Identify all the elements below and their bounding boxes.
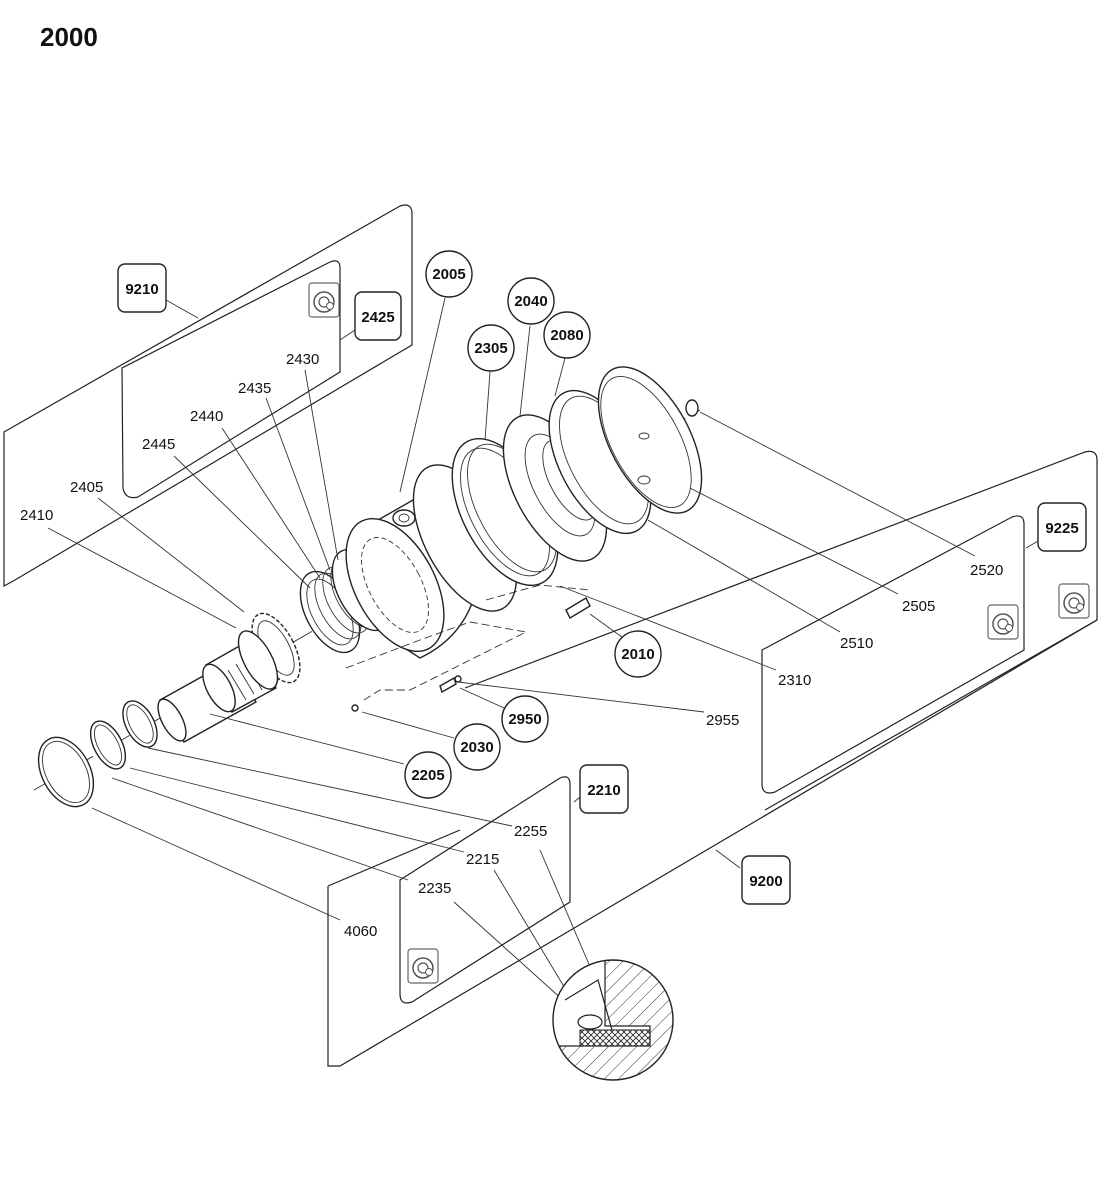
kit-panel-9210 (3, 204, 413, 588)
callout-2010[interactable]: 2010 (614, 630, 662, 678)
label-2405: 2405 (70, 479, 103, 496)
label-2440: 2440 (190, 408, 223, 425)
callout-2005[interactable]: 2005 (425, 250, 473, 298)
seal-kit-icon (1058, 583, 1090, 619)
callout-2210[interactable]: 2210 (579, 764, 629, 814)
label-2445: 2445 (142, 436, 175, 453)
callout-9225[interactable]: 9225 (1037, 502, 1087, 552)
svg-text:2210: 2210 (587, 782, 620, 799)
gear-2410 (237, 612, 301, 690)
callout-2305[interactable]: 2305 (467, 324, 515, 372)
ring-4060 (37, 736, 95, 808)
svg-text:2040: 2040 (514, 293, 547, 310)
svg-text:2005: 2005 (432, 266, 465, 283)
label-2215: 2215 (466, 851, 499, 868)
seal-detail-icon (552, 959, 674, 1081)
label-4060: 4060 (344, 923, 377, 940)
label-2310: 2310 (778, 672, 811, 689)
kit-panel-9200 (327, 619, 1098, 1067)
page-title: 2000 (40, 22, 98, 52)
svg-text:9200: 9200 (749, 873, 782, 890)
callout-2080[interactable]: 2080 (543, 311, 591, 359)
label-2520: 2520 (970, 562, 1003, 579)
label-2255: 2255 (514, 823, 547, 840)
callout-2205[interactable]: 2205 (404, 751, 452, 799)
svg-text:2425: 2425 (361, 309, 394, 326)
seal-kit-icon (407, 948, 439, 984)
callout-9200[interactable]: 9200 (741, 855, 791, 905)
callout-2040[interactable]: 2040 (507, 277, 555, 325)
label-2510: 2510 (840, 635, 873, 652)
label-2410: 2410 (20, 507, 53, 524)
callout-2425[interactable]: 2425 (354, 291, 402, 341)
ball-2030 (351, 704, 359, 712)
kit-panel-9225 (464, 450, 1098, 811)
svg-text:2010: 2010 (621, 646, 654, 663)
svg-text:2030: 2030 (460, 739, 493, 756)
leader-lines (47, 297, 1041, 1011)
plug-2950 (439, 676, 457, 694)
cover-2505 (597, 366, 703, 514)
ring-2215 (89, 720, 127, 770)
svg-text:2080: 2080 (550, 327, 583, 344)
label-2505: 2505 (902, 598, 935, 615)
seal-kit-icon (987, 604, 1019, 640)
seal-kit-icon (308, 282, 340, 318)
screw-2010 (565, 597, 591, 619)
label-2955: 2955 (706, 712, 739, 729)
callout-9210[interactable]: 9210 (117, 263, 167, 313)
plug-2520 (685, 399, 699, 417)
svg-text:2305: 2305 (474, 340, 507, 357)
callout-2030[interactable]: 2030 (453, 723, 501, 771)
label-2235: 2235 (418, 880, 451, 897)
callout-2950[interactable]: 2950 (501, 695, 549, 743)
svg-text:9210: 9210 (125, 281, 158, 298)
svg-text:2205: 2205 (411, 767, 444, 784)
ring-2255 (122, 700, 158, 748)
svg-text:9225: 9225 (1045, 520, 1078, 537)
label-2435: 2435 (238, 380, 271, 397)
label-2430: 2430 (286, 351, 319, 368)
svg-text:2950: 2950 (508, 711, 541, 728)
